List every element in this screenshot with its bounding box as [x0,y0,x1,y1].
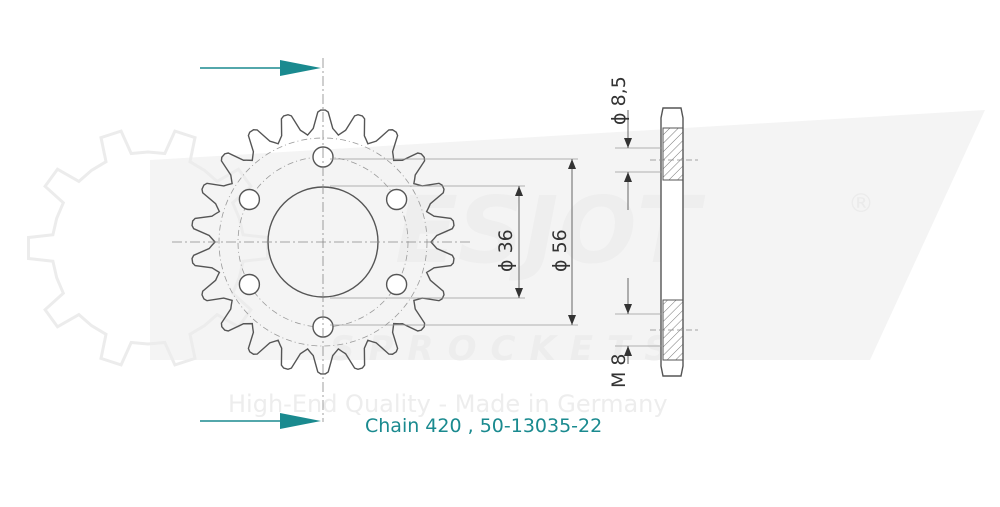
sprocket-outline [191,109,455,375]
section-arrow-bottom [200,413,321,429]
watermark-registered-mark: ® [848,189,874,219]
bolt-circle-diameter-label: ϕ 56 [549,229,571,272]
section-arrow-top [200,60,321,76]
hub-section-top [662,127,684,181]
bolt-holes [238,146,408,338]
bolt-hole [238,273,261,296]
watermark-band [150,110,985,360]
bolt-hole [385,273,408,296]
bolt-hole [385,188,408,211]
sprocket-front-view [172,58,470,429]
watermark-gear-icon [27,129,269,367]
dimension-thread: M 8 [608,278,662,388]
thread-label: M 8 [608,353,630,388]
watermark: ESJOT ® SPROCKETS High-End Quality - Mad… [27,110,985,418]
sprocket-side-view [650,107,698,377]
watermark-subtitle: SPROCKETS [330,329,683,369]
hub-thickness-label: ϕ 8,5 [608,76,630,125]
watermark-tagline: High-End Quality - Made in Germany [228,390,668,418]
dimension-bolt-circle: ϕ 56 [330,158,578,326]
bore-diameter-label: ϕ 36 [495,229,517,272]
dimension-hub-thickness: ϕ 8,5 [608,76,662,210]
bolt-hole [238,188,261,211]
part-caption: Chain 420 , 50-13035-22 [365,415,602,437]
dimension-bore: ϕ 36 [330,185,525,299]
